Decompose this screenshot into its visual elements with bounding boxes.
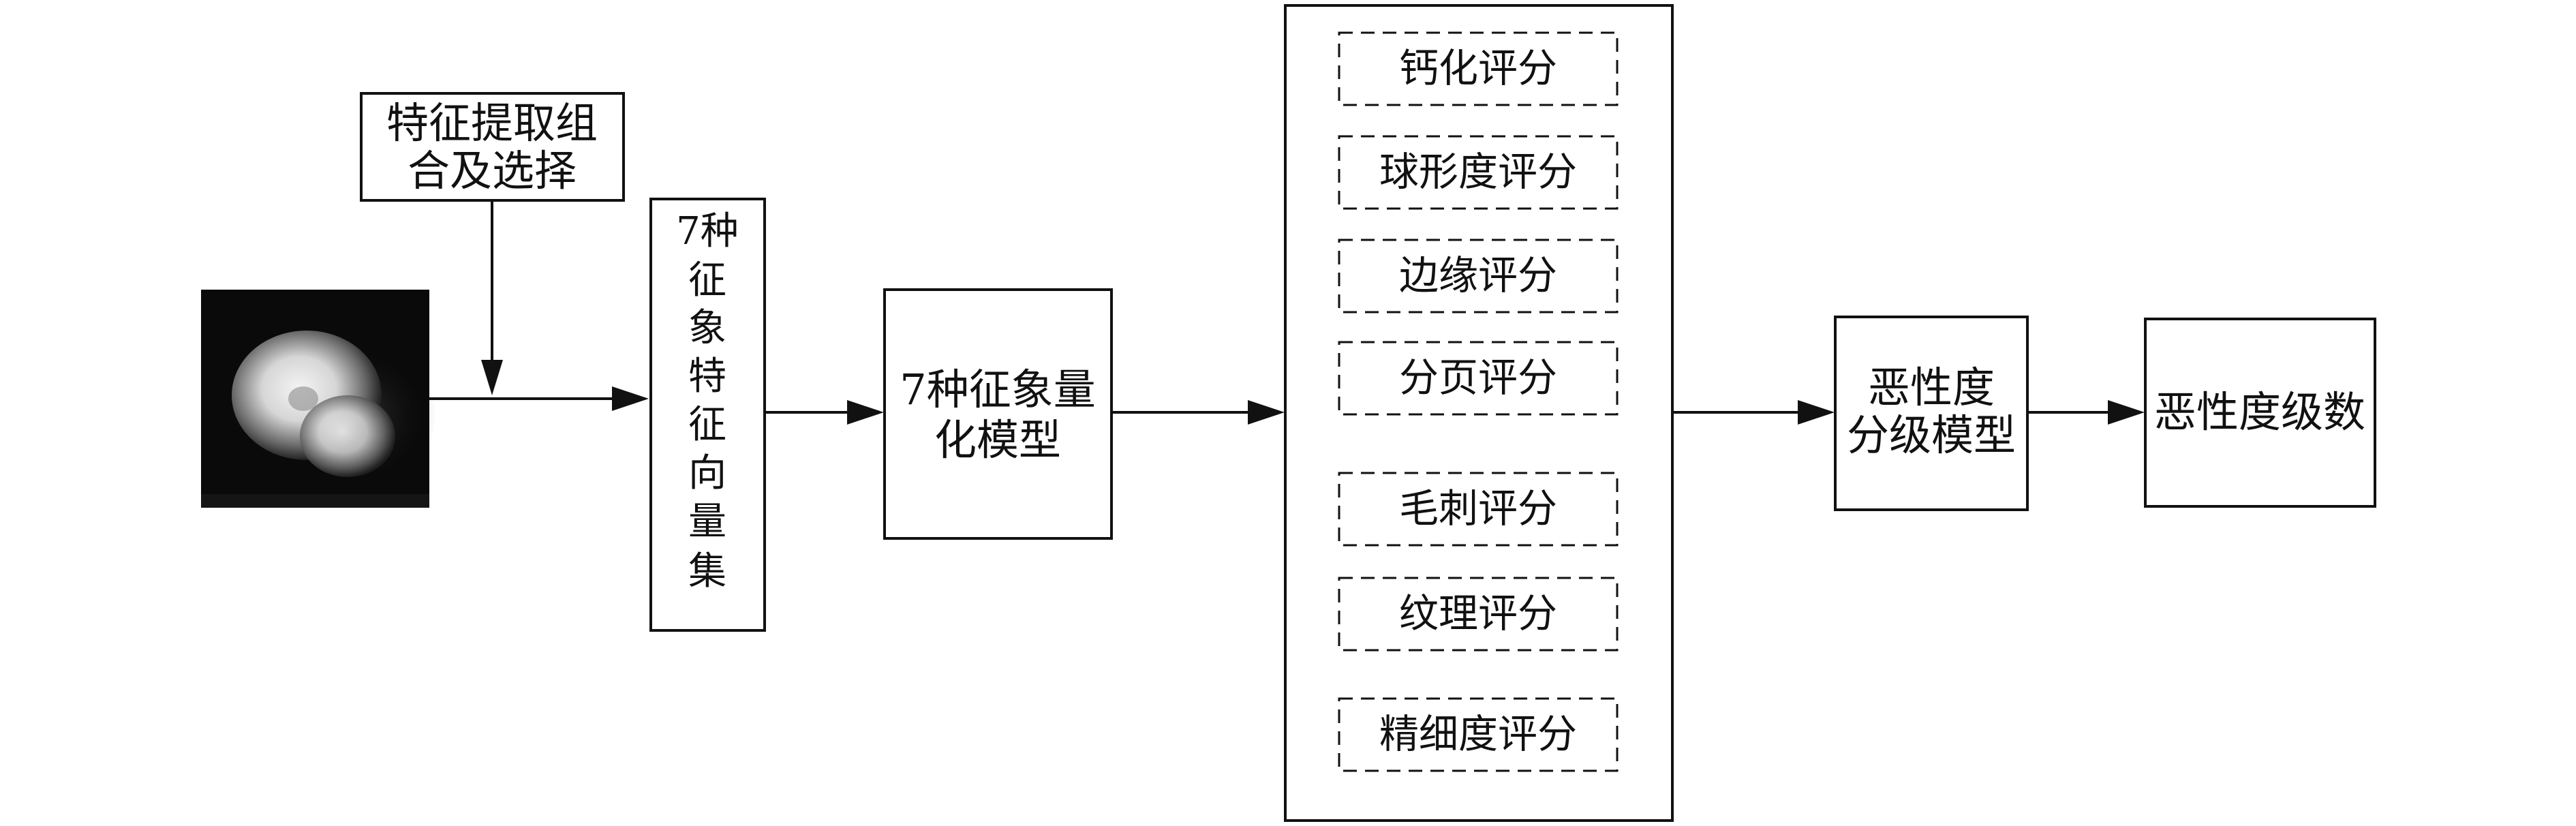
quant-model-line-1: 7种征象量 bbox=[900, 365, 1095, 414]
arrow-image-to-vector-set bbox=[429, 386, 649, 411]
output-label: 恶性度级数 bbox=[2154, 387, 2365, 437]
malignancy-grading-model-box: 恶性度 分级模型 bbox=[1834, 316, 2029, 511]
score-label: 球形度评分 bbox=[1379, 149, 1577, 195]
score-item-calcification: 钙化评分 bbox=[1338, 31, 1619, 106]
vector-set-char-4: 特 bbox=[688, 354, 726, 399]
ct-nodule-image bbox=[201, 290, 436, 508]
feature-extraction-line-2: 合及选择 bbox=[408, 146, 577, 196]
vector-set-char-5: 征 bbox=[688, 403, 726, 447]
grading-model-line-2: 分级模型 bbox=[1847, 410, 2016, 460]
feature-extraction-box: 特征提取组 合及选择 bbox=[360, 92, 625, 202]
score-item-texture: 纹理评分 bbox=[1338, 577, 1619, 652]
arrow-quant-model-to-scores bbox=[1111, 400, 1285, 425]
score-label: 分页评分 bbox=[1399, 354, 1557, 401]
score-label: 纹理评分 bbox=[1399, 590, 1557, 637]
score-label: 钙化评分 bbox=[1399, 45, 1557, 91]
scores-panel: 钙化评分 球形度评分 边缘评分 分页评分 毛刺评分 纹理评分 精细度评分 bbox=[1284, 4, 1674, 822]
feature-extraction-line-1: 特征提取组 bbox=[386, 98, 598, 148]
score-label: 边缘评分 bbox=[1399, 252, 1557, 299]
vector-set-char-7: 量 bbox=[688, 500, 726, 544]
score-label: 精细度评分 bbox=[1379, 711, 1577, 757]
score-item-lobulation: 分页评分 bbox=[1338, 341, 1619, 416]
quant-model-line-2: 化模型 bbox=[934, 415, 1061, 465]
feature-vector-set-box: 7种 征 象 特 征 向 量 集 bbox=[649, 198, 766, 632]
score-item-subtlety: 精细度评分 bbox=[1338, 697, 1619, 772]
score-item-sphericity: 球形度评分 bbox=[1338, 135, 1619, 210]
vector-set-char-8: 集 bbox=[688, 549, 726, 594]
arrow-vector-set-to-quant-model bbox=[765, 400, 884, 425]
arrow-feature-to-line bbox=[481, 200, 503, 395]
score-label: 毛刺评分 bbox=[1399, 485, 1557, 532]
vector-set-char-3: 象 bbox=[688, 306, 726, 350]
arrow-scores-to-grading-model bbox=[1672, 400, 1835, 425]
score-item-spiculation: 毛刺评分 bbox=[1338, 472, 1619, 547]
quantization-model-box: 7种征象量 化模型 bbox=[883, 288, 1113, 540]
malignancy-level-output-box: 恶性度级数 bbox=[2144, 318, 2376, 508]
vector-set-char-2: 征 bbox=[688, 258, 726, 303]
vector-set-char-6: 向 bbox=[688, 451, 726, 495]
arrow-grading-model-to-output bbox=[2027, 400, 2145, 425]
grading-model-line-1: 恶性度 bbox=[1868, 363, 1995, 412]
vector-set-char-1: 7种 bbox=[676, 209, 739, 254]
score-item-margin: 边缘评分 bbox=[1338, 239, 1619, 313]
